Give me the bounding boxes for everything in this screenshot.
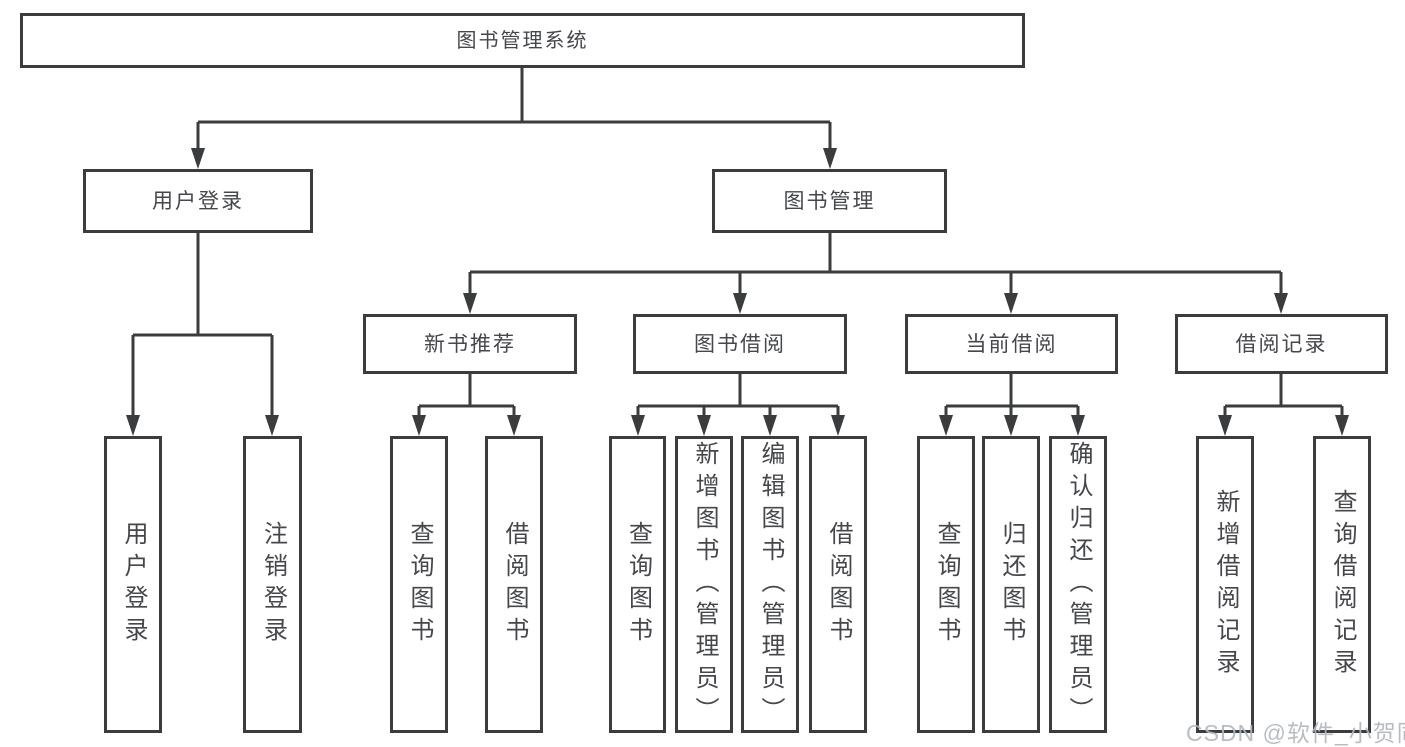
leaf-add-books-admin: 新增图书（管理员）	[675, 436, 733, 733]
node-book-management: 图书管理	[712, 169, 947, 233]
node-user-login: 用户登录	[83, 169, 313, 233]
leaf-confirm-return-admin: 确认归还（管理员）	[1049, 436, 1107, 733]
leaf-query-books-current: 查询图书	[917, 436, 975, 733]
node-label: 查询图书	[624, 520, 652, 649]
node-label: 借阅图书	[501, 520, 528, 649]
leaf-query-books-recommend: 查询图书	[390, 436, 448, 733]
leaf-add-borrow-record: 新增借阅记录	[1196, 436, 1254, 733]
node-new-book-recommend: 新书推荐	[363, 314, 577, 374]
node-label: 用户登录	[152, 189, 244, 213]
arrowheads	[126, 148, 1349, 436]
node-label: 确认归还（管理员）	[1065, 440, 1092, 729]
node-label: 归还图书	[998, 520, 1025, 649]
node-label: 图书管理系统	[456, 29, 589, 52]
node-label: 图书借阅	[694, 332, 786, 356]
leaf-logout: 注销登录	[243, 436, 302, 733]
node-label: 查询图书	[933, 520, 960, 649]
node-root-library-system: 图书管理系统	[20, 13, 1025, 68]
node-borrow-records: 借阅记录	[1175, 314, 1388, 374]
node-label: 用户登录	[120, 520, 147, 649]
node-book-borrow: 图书借阅	[633, 314, 847, 374]
node-label: 查询图书	[406, 520, 433, 649]
node-label: 查询借阅记录	[1329, 488, 1356, 681]
node-label: 新书推荐	[424, 332, 516, 356]
leaf-borrow-books: 借阅图书	[809, 436, 867, 733]
leaf-return-books: 归还图书	[982, 436, 1040, 733]
csdn-watermark: CSDN @软件_小贺同学	[1186, 720, 1405, 746]
node-label: 编辑图书（管理员）	[757, 440, 784, 729]
leaf-user-login: 用户登录	[104, 436, 162, 733]
node-label: 注销登录	[259, 520, 287, 649]
node-label: 新增借阅记录	[1212, 488, 1239, 681]
leaf-borrow-books-recommend: 借阅图书	[485, 436, 543, 733]
leaf-edit-books-admin: 编辑图书（管理员）	[741, 436, 799, 733]
node-label: 借阅记录	[1235, 332, 1328, 356]
node-label: 图书管理	[783, 189, 876, 213]
leaf-query-books-borrow: 查询图书	[609, 436, 666, 733]
node-current-borrow: 当前借阅	[905, 314, 1118, 374]
node-label: 当前借阅	[965, 332, 1058, 356]
leaf-query-borrow-record: 查询借阅记录	[1313, 436, 1371, 733]
node-label: 借阅图书	[825, 520, 852, 649]
node-label: 新增图书（管理员）	[691, 440, 718, 729]
